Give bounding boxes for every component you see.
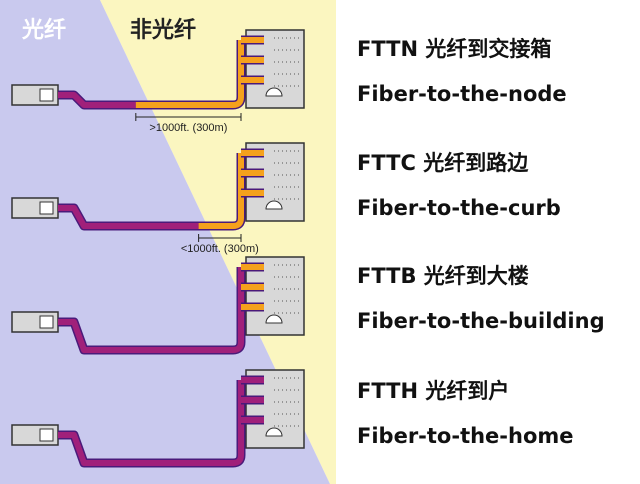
row-title: FTTC 光纤到路边: [357, 151, 529, 175]
row-text-ftth: FTTH 光纤到户 Fiber-to-the-home: [357, 378, 574, 449]
central-office-window: [39, 428, 54, 442]
fiber-zone-label: 光纤: [21, 17, 66, 43]
fiber-cable: [58, 92, 136, 108]
building-dome: [265, 314, 283, 324]
row-title: FTTN 光纤到交接箱: [357, 37, 552, 61]
row-fttn: >1000ft. (300m): [11, 29, 305, 134]
row-subtitle: Fiber-to-the-node: [357, 82, 567, 106]
fiber-cable: [58, 267, 244, 353]
copper-cable: [198, 153, 244, 229]
non-fiber-zone-label: 非光纤: [130, 17, 196, 43]
copper-cable: [135, 40, 244, 108]
fiber-cable: [58, 380, 244, 466]
distance-label: <1000ft. (300m): [181, 243, 259, 255]
row-fttc: <1000ft. (300m): [11, 142, 305, 255]
row-fttb: [11, 256, 305, 355]
non-fiber-zone: [100, 0, 336, 484]
central-office-window: [39, 315, 54, 329]
fiber-cable: [58, 205, 199, 229]
central-office-window: [39, 201, 54, 215]
row-text-fttc: FTTC 光纤到路边 Fiber-to-the-curb: [357, 150, 561, 221]
row-subtitle: Fiber-to-the-home: [357, 424, 574, 448]
row-title: FTTH 光纤到户: [357, 379, 510, 403]
building-dome: [265, 87, 283, 97]
building-dome: [265, 427, 283, 437]
row-ftth: [11, 369, 305, 468]
row-subtitle: Fiber-to-the-building: [357, 309, 605, 333]
row-subtitle: Fiber-to-the-curb: [357, 196, 561, 220]
rows-layer: >1000ft. (300m) <1000ft. (300m): [11, 29, 305, 468]
distance-label: >1000ft. (300m): [149, 122, 227, 134]
row-text-fttn: FTTN 光纤到交接箱 Fiber-to-the-node: [357, 36, 567, 107]
row-title: FTTB 光纤到大楼: [357, 264, 529, 288]
fiber-zone: [0, 0, 330, 484]
building-dome: [265, 200, 283, 210]
row-text-fttb: FTTB 光纤到大楼 Fiber-to-the-building: [357, 263, 605, 334]
central-office-window: [39, 88, 54, 102]
